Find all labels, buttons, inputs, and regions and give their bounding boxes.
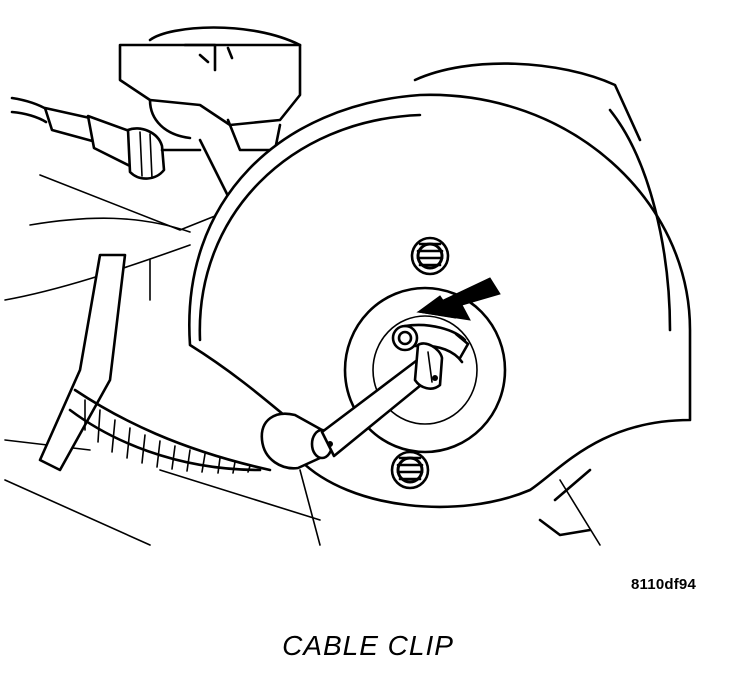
mounting-studs [390,236,450,490]
figure-id-label: 8110df94 [631,576,696,593]
upper-stud [410,236,450,276]
brake-cable-illustration [4,26,692,546]
lower-stud [390,450,430,490]
figure-caption: CABLE CLIP [282,630,454,661]
arrow-icon [416,277,501,321]
brake-line-fitting [10,96,202,180]
cable-end-fitting [260,342,444,470]
brake-cable-housing [38,253,272,474]
